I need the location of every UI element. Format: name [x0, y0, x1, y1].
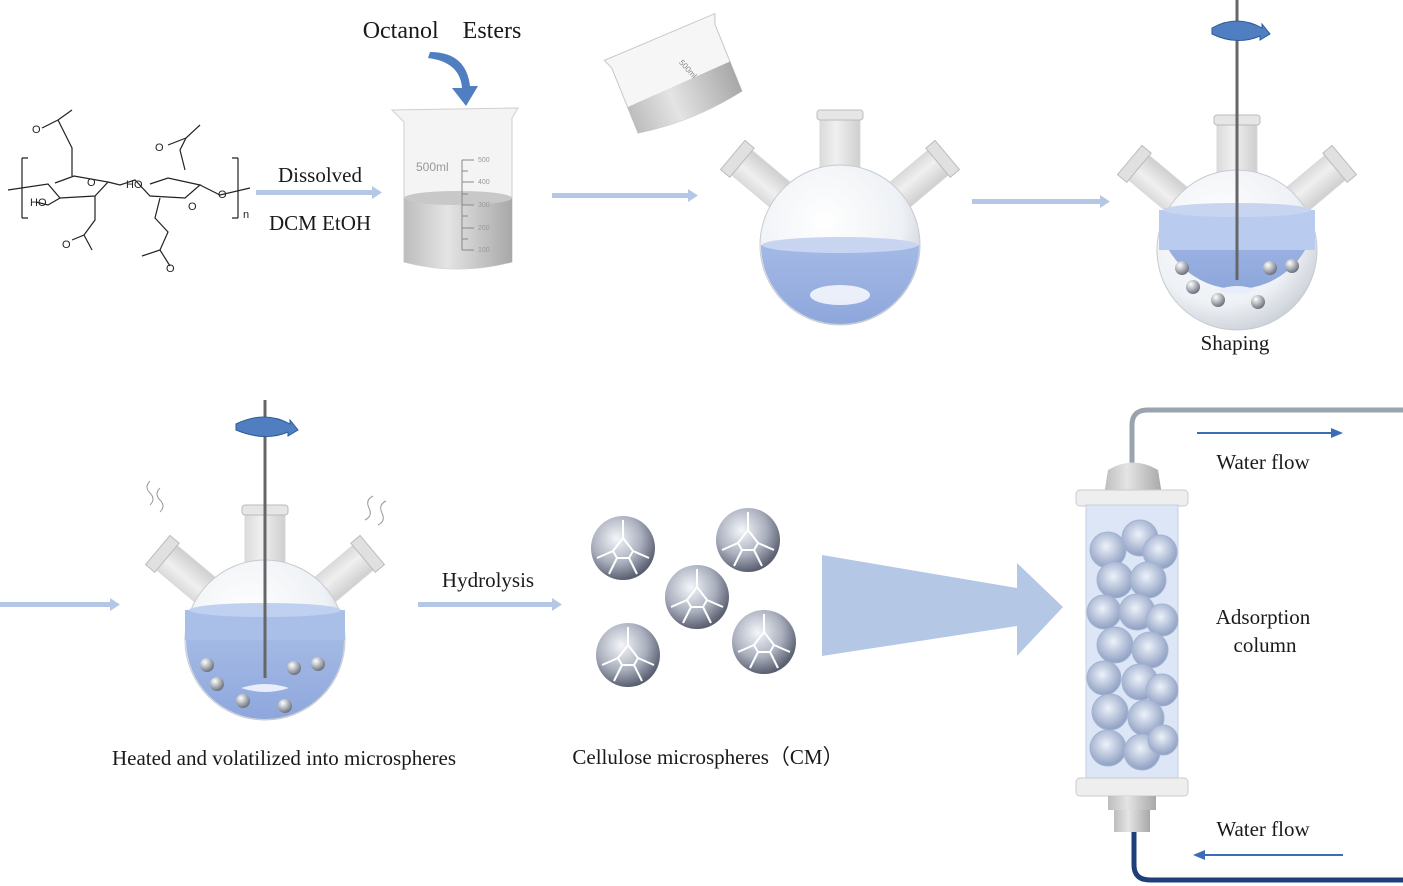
- chem-label: O: [166, 263, 175, 275]
- label-column: column: [1234, 633, 1297, 657]
- microsphere: [596, 623, 660, 687]
- chem-label: HO: [30, 197, 47, 209]
- beads: [200, 657, 325, 713]
- microsphere: [716, 508, 780, 572]
- label-heated: Heated and volatilized into microspheres: [112, 746, 456, 770]
- label-hydrolysis: Hydrolysis: [442, 568, 534, 592]
- beaker-tick: 400: [478, 179, 490, 186]
- chem-label: n: [243, 209, 249, 221]
- arrow-to-flask: [552, 189, 698, 202]
- label-octanol-esters: Octanol Esters: [363, 18, 522, 44]
- chem-label: O: [155, 142, 164, 154]
- vapor-icon: [146, 480, 387, 526]
- chem-label: O: [218, 189, 227, 201]
- flow-arrow-left: [1193, 850, 1343, 860]
- stir-rotation-icon: [1211, 20, 1271, 41]
- label-solvents: DCM EtOH: [269, 211, 371, 235]
- big-arrow: [822, 555, 1063, 656]
- beaker-tick: 100: [478, 247, 490, 254]
- beaker-tick: 500: [478, 157, 490, 164]
- pouring-beaker: 500ml: [603, 12, 743, 134]
- beads: [1175, 259, 1299, 309]
- beaker: 500ml 500 400 300 200 100: [390, 107, 519, 270]
- chem-label: O: [32, 124, 41, 136]
- three-neck-flask-heating: [145, 400, 385, 721]
- adsorption-column: [1075, 462, 1189, 832]
- chem-label: HO: [126, 179, 143, 191]
- label-shaping: Shaping: [1201, 331, 1270, 355]
- chem-label: O: [62, 239, 71, 251]
- tube-inlet: [1131, 830, 1403, 883]
- arrow-to-heating: [0, 598, 120, 611]
- microsphere: [591, 516, 655, 580]
- arrow-to-shaping: [972, 195, 1110, 208]
- chem-label: O: [87, 177, 96, 189]
- cellulose-acetate-structure: [7, 109, 251, 267]
- microsphere: [732, 610, 796, 674]
- three-neck-flask-1: [720, 109, 960, 326]
- beaker-volume-label: 500ml: [416, 160, 449, 174]
- beaker-tick: 200: [478, 225, 490, 232]
- microsphere: [665, 565, 729, 629]
- stir-rotation-icon: [235, 416, 299, 437]
- curved-arrow-icon: [428, 52, 478, 106]
- arrow-dissolved: [256, 186, 382, 199]
- arrow-hydrolysis: [418, 598, 562, 611]
- tube-outlet: [1129, 407, 1403, 468]
- label-water-flow-top: Water flow: [1216, 450, 1310, 474]
- label-adsorption: Adsorption: [1216, 605, 1311, 629]
- label-cellulose-microspheres: Cellulose microspheres（CM）: [572, 745, 843, 769]
- flow-arrow-right: [1197, 428, 1343, 438]
- label-dissolved: Dissolved: [278, 163, 363, 187]
- three-neck-flask-shaping: [1117, 0, 1357, 331]
- cellulose-microspheres: [591, 508, 796, 687]
- chem-label: O: [188, 201, 197, 213]
- label-water-flow-bottom: Water flow: [1216, 817, 1310, 841]
- beaker-tick: 300: [478, 202, 490, 209]
